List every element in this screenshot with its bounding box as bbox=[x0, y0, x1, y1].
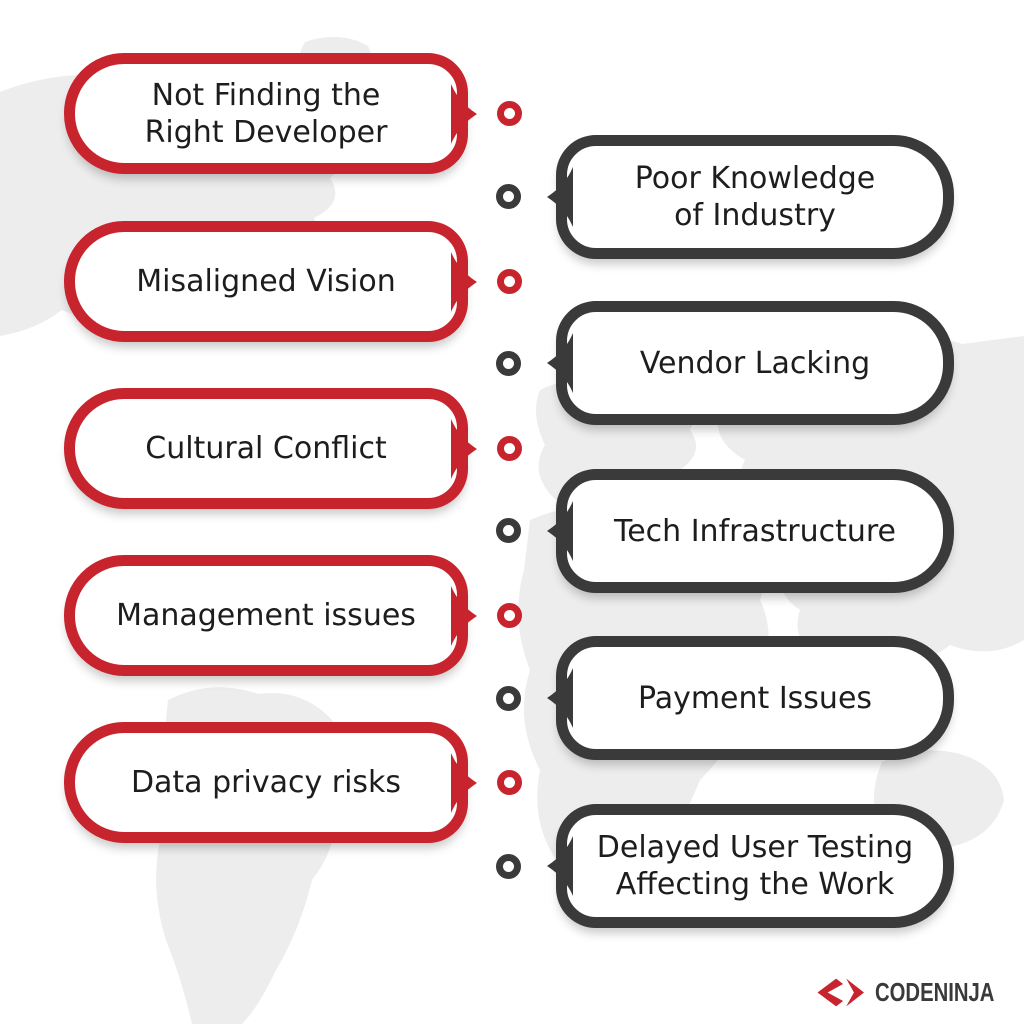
bubble-label: Affecting the Work bbox=[615, 867, 895, 902]
red-ring-dot bbox=[497, 603, 522, 628]
dark-ring-dot bbox=[496, 351, 521, 376]
dark-ring-dot bbox=[496, 518, 521, 543]
red-ring-dot bbox=[497, 770, 522, 795]
bubble-label: Tech Infrastructure bbox=[613, 513, 896, 549]
speech-tail-right-icon bbox=[451, 83, 477, 144]
bubble-label: Management issues bbox=[116, 598, 416, 633]
red-ring-dot bbox=[497, 101, 522, 126]
bubble-vendor-lacking: Vendor Lacking bbox=[547, 301, 954, 425]
speech-tail-right-icon bbox=[451, 418, 477, 479]
speech-tail-left-icon bbox=[547, 836, 573, 896]
speech-tail-right-icon bbox=[451, 585, 477, 646]
bubble-label: Right Developer bbox=[144, 114, 388, 150]
bubble-label: Cultural Conflict bbox=[145, 431, 387, 466]
speech-tail-left-icon bbox=[547, 501, 573, 561]
red-ring-dot bbox=[497, 436, 522, 461]
bubble-label: Misaligned Vision bbox=[136, 264, 396, 299]
codeninja-logo: CODENINJA bbox=[816, 972, 1024, 1012]
bubble-misaligned-vision: Misaligned Vision bbox=[64, 221, 477, 342]
speech-tail-right-icon bbox=[451, 752, 477, 813]
speech-tail-left-icon bbox=[547, 668, 573, 728]
bubble-label: Not Finding the bbox=[151, 77, 381, 113]
speech-tail-left-icon bbox=[547, 333, 573, 393]
bubble-cultural-conflict: Cultural Conflict bbox=[64, 388, 477, 509]
bubble-label: Data privacy risks bbox=[130, 765, 402, 800]
bubble-label: Payment Issues bbox=[637, 680, 873, 716]
bubble-management-issues: Management issues bbox=[64, 555, 477, 676]
bubble-label: Poor Knowledge bbox=[634, 161, 876, 196]
bubble-poor-knowledge-of-industry: Poor Knowledge of Industry bbox=[547, 135, 954, 259]
bubble-delayed-user-testing: Delayed User Testing Affecting the Work bbox=[547, 804, 954, 928]
bubble-not-finding-right-developer: Not Finding the Right Developer bbox=[64, 53, 477, 174]
bubble-label: Vendor Lacking bbox=[639, 345, 871, 381]
dark-ring-dot bbox=[496, 184, 521, 209]
dark-ring-dot bbox=[496, 686, 521, 711]
bubble-data-privacy-risks: Data privacy risks bbox=[64, 722, 477, 843]
bubble-label: Delayed User Testing bbox=[596, 830, 914, 865]
dark-ring-dot bbox=[496, 854, 521, 879]
codeninja-logo-icon bbox=[817, 978, 864, 1006]
red-ring-dot bbox=[497, 269, 522, 294]
bubble-tech-infrastructure: Tech Infrastructure bbox=[547, 469, 954, 593]
speech-tail-right-icon bbox=[451, 251, 477, 312]
codeninja-logo-text: CODENINJA bbox=[875, 976, 995, 1007]
speech-tail-left-icon bbox=[547, 167, 573, 227]
bubble-label: of Industry bbox=[674, 198, 836, 233]
bubble-payment-issues: Payment Issues bbox=[547, 636, 954, 760]
